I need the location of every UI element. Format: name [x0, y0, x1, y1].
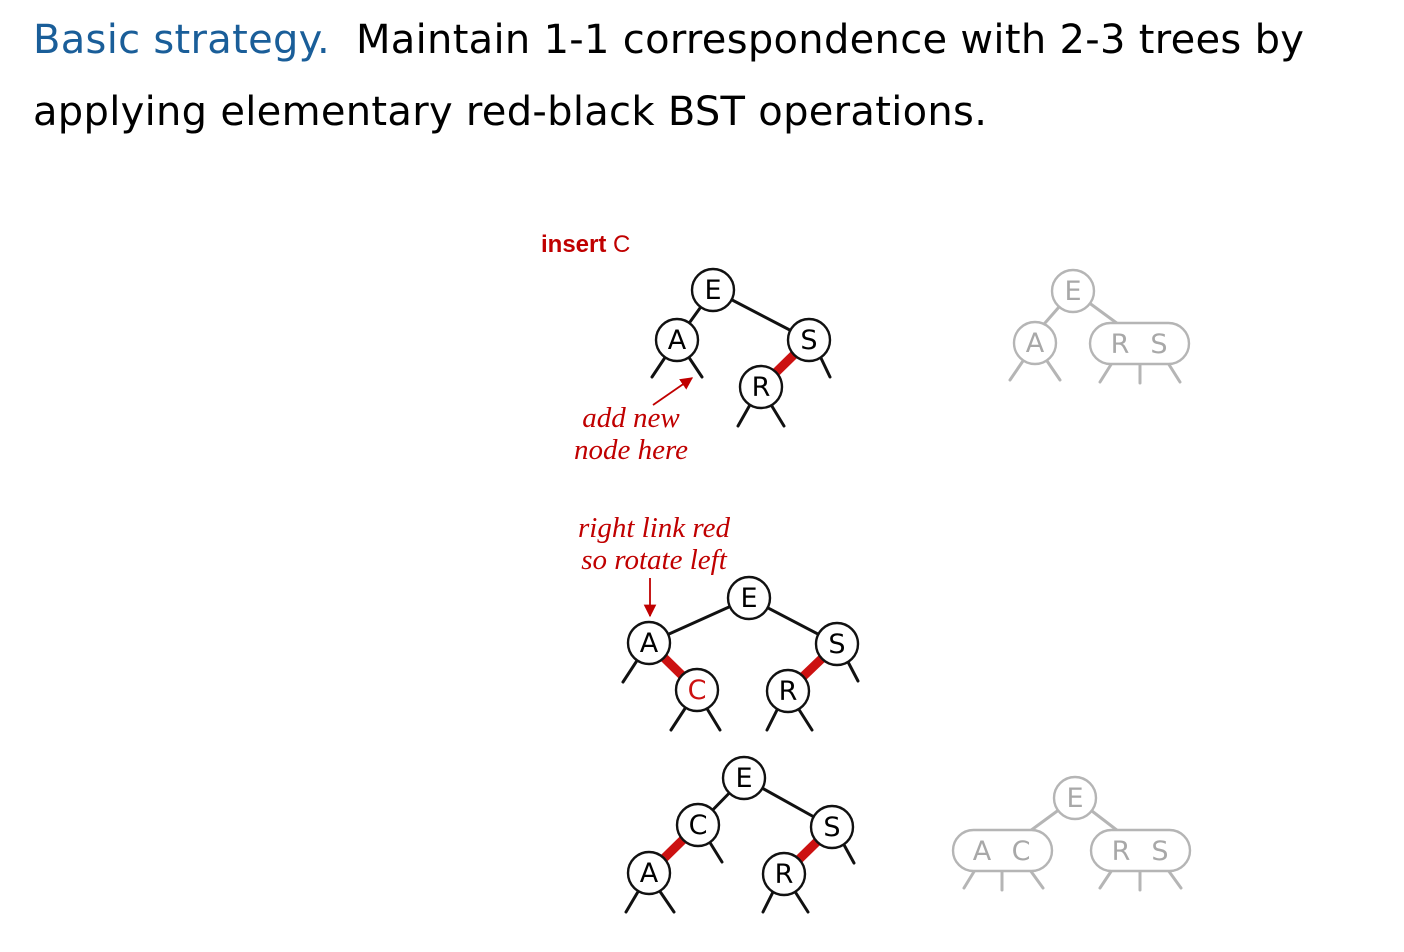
node-S: S: [786, 317, 832, 363]
svg-text:A: A: [1026, 328, 1045, 359]
node-S: S: [814, 621, 860, 667]
node-A: A: [626, 850, 672, 896]
ghost-2-3-tree-2: E A C R S: [951, 775, 1192, 892]
svg-text:S: S: [823, 812, 840, 843]
ghost-node-E: [1052, 775, 1098, 821]
svg-text:S: S: [1150, 329, 1167, 360]
node-R: R: [761, 851, 807, 897]
svg-text:C: C: [689, 810, 708, 841]
null-link: [841, 841, 856, 865]
node-S: S: [809, 804, 855, 850]
annotation-arrow: [652, 377, 694, 406]
svg-text:S: S: [800, 325, 817, 356]
add-node-annotation: add new node here: [574, 377, 694, 466]
ghost-2-3-tree-1: E A R S: [1008, 268, 1191, 385]
svg-text:C: C: [1012, 836, 1031, 867]
svg-text:S: S: [1151, 836, 1168, 867]
tree-after-insert: E A C S R: [621, 575, 860, 732]
node-R: R: [738, 364, 784, 410]
null-link: [845, 658, 860, 683]
null-link: [707, 839, 724, 864]
node-C: C: [675, 802, 721, 848]
null-link: [657, 888, 676, 914]
svg-text:R: R: [1112, 836, 1131, 867]
tree-before-insert: E A S R: [650, 267, 832, 428]
svg-text:E: E: [1064, 276, 1081, 307]
node-A: A: [626, 620, 672, 666]
ghost-node-RS: [1088, 321, 1191, 366]
svg-text:S: S: [828, 629, 845, 660]
node-C-new: C: [674, 667, 720, 713]
tree-after-rotate: E C A S R: [624, 755, 856, 914]
node-E: E: [690, 267, 736, 313]
svg-text:E: E: [704, 275, 721, 306]
node-R: R: [765, 668, 811, 714]
null-link: [686, 354, 704, 379]
ghost-node-RS: [1089, 828, 1192, 873]
svg-text:R: R: [779, 676, 798, 707]
heading: Basic strategy. Maintain 1-1 corresponde…: [33, 4, 1393, 148]
svg-text:E: E: [740, 583, 757, 614]
null-link: [796, 706, 814, 732]
svg-text:A: A: [973, 836, 992, 867]
svg-text:A: A: [640, 628, 659, 659]
rotate-note-line2: so rotate left: [581, 544, 727, 576]
add-node-note-line2: node here: [574, 434, 688, 466]
null-link: [704, 705, 722, 732]
svg-text:C: C: [688, 675, 707, 706]
null-link: [624, 888, 641, 914]
heading-lead: Basic strategy.: [33, 17, 330, 63]
svg-text:R: R: [775, 859, 794, 890]
insert-label: insert C: [541, 231, 630, 258]
node-E: E: [726, 575, 772, 621]
rotate-note-line1: right link red: [578, 512, 730, 544]
node-A: A: [654, 317, 700, 363]
heading-text: Maintain 1-1 correspondence with 2-3 tre…: [33, 17, 1305, 135]
null-link: [765, 706, 780, 732]
null-link: [792, 888, 810, 914]
svg-text:A: A: [640, 858, 659, 889]
null-link: [761, 888, 776, 914]
null-link: [669, 705, 688, 732]
null-link: [650, 354, 668, 379]
svg-text:R: R: [1111, 329, 1130, 360]
svg-text:E: E: [1066, 783, 1083, 814]
node-E: E: [721, 755, 767, 801]
add-node-note-line1: add new: [582, 402, 680, 434]
ghost-node-A: [1012, 320, 1058, 366]
svg-text:R: R: [752, 372, 771, 403]
rotate-annotation: right link red so rotate left: [578, 512, 730, 618]
svg-text:A: A: [668, 325, 687, 356]
null-link: [818, 354, 832, 379]
ghost-node-AC: [951, 828, 1054, 873]
null-link: [621, 657, 640, 684]
null-link: [736, 401, 753, 428]
svg-text:E: E: [735, 763, 752, 794]
ghost-node-E: [1050, 268, 1096, 314]
null-link: [768, 401, 786, 428]
